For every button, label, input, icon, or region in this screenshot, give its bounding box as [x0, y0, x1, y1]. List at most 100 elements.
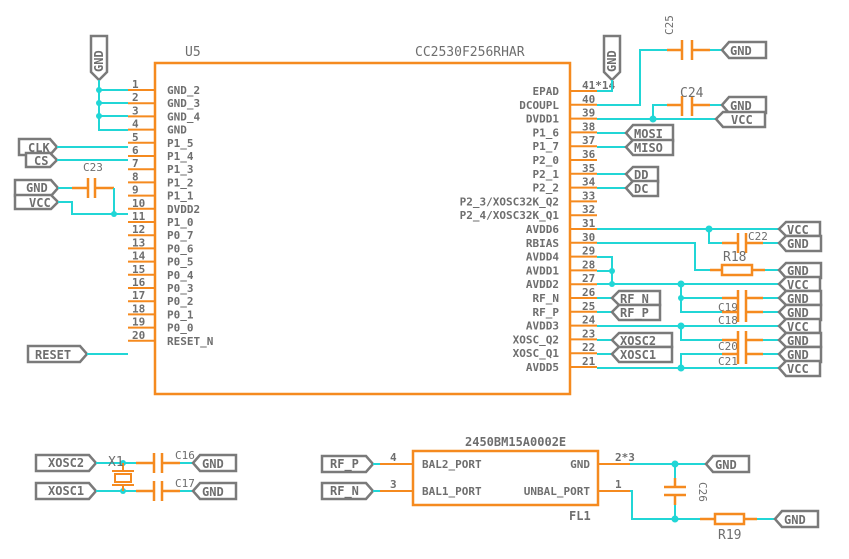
net-label-dc[interactable]: DC: [624, 179, 660, 198]
net-label-gnd-c18[interactable]: GND: [777, 303, 823, 322]
net-label-dd[interactable]: DD: [624, 165, 660, 184]
pin-name: XOSC_Q2: [513, 333, 559, 346]
pin-number: 30: [582, 231, 595, 244]
net-label-gnd-epad[interactable]: GND: [602, 34, 622, 82]
capacitor-c17[interactable]: C17: [136, 477, 195, 501]
net-label-gnd-c19[interactable]: GND: [777, 289, 823, 307]
capacitor-c20[interactable]: C20: [718, 338, 763, 353]
net-label-mosi[interactable]: MOSI: [624, 123, 675, 143]
net-label-vcc-c23[interactable]: VCC: [13, 193, 60, 211]
net-label-gnd-c23[interactable]: GND: [13, 178, 60, 198]
net-label-gnd-c22[interactable]: GND: [777, 234, 823, 253]
net-label-vcc-avdd3[interactable]: VCC: [777, 317, 822, 335]
net-label-clk[interactable]: CLK: [17, 137, 59, 157]
net-label-vcc-avdd6[interactable]: VCC: [777, 220, 822, 238]
net-label-gnd-c20[interactable]: GND: [777, 331, 823, 349]
net-label-rf-n-balun[interactable]: RF_N: [320, 481, 375, 501]
net-label-vcc-avdd2[interactable]: VCC: [777, 275, 822, 293]
capacitor-c16[interactable]: C16: [136, 449, 195, 473]
net-label-miso[interactable]: MISO: [624, 138, 675, 157]
junction: [677, 322, 685, 330]
capacitor-c26[interactable]: C26: [664, 478, 709, 505]
net-label-gnd-balun[interactable]: GND: [704, 454, 751, 474]
net-label-gnd-c17[interactable]: GND: [191, 481, 238, 501]
net-label-gnd-c24[interactable]: GND: [720, 95, 768, 115]
pin-number: 22: [582, 341, 595, 354]
fl1-balun[interactable]: 2450BM15A0002E FL1 BAL2_PORT BAL1_PORT G…: [380, 435, 635, 523]
svg-text:XOSC2: XOSC2: [620, 334, 656, 348]
net-label-rf-p[interactable]: RF_P: [610, 303, 662, 322]
net-label-xosc1-crystal[interactable]: XOSC1: [34, 481, 98, 501]
net-label-gnd-top-left[interactable]: GND: [89, 34, 109, 82]
net-label-rf-n[interactable]: RF_N: [610, 289, 662, 307]
net-label-gnd-c16[interactable]: GND: [191, 453, 238, 473]
capacitor-c23[interactable]: C23: [72, 161, 114, 198]
net-label-gnd-r19[interactable]: GND: [773, 509, 820, 529]
capacitor-c21[interactable]: C21: [718, 352, 763, 368]
resistor-r19[interactable]: R19: [700, 512, 757, 543]
net-label-cs[interactable]: CS: [24, 151, 59, 169]
svg-text:GND: GND: [730, 99, 752, 113]
net-label-gnd-c25[interactable]: GND: [720, 40, 768, 60]
net-label-xosc2[interactable]: XOSC2: [610, 331, 674, 349]
resistor-r18[interactable]: R18: [710, 250, 765, 277]
net-label-xosc2-crystal[interactable]: XOSC2: [34, 453, 98, 473]
net-label-reset[interactable]: RESET: [26, 344, 89, 364]
capacitor-c24[interactable]: C24: [667, 86, 710, 116]
capacitor-c18[interactable]: C18: [718, 310, 763, 327]
svg-text:VCC: VCC: [787, 278, 809, 292]
svg-text:GND: GND: [784, 513, 806, 527]
capacitor-c22[interactable]: C22: [722, 230, 768, 253]
crystal-x1[interactable]: X1: [108, 455, 134, 491]
net-label-xosc1[interactable]: XOSC1: [610, 345, 674, 364]
net-label-vcc-dvdd1[interactable]: VCC: [714, 110, 767, 129]
capacitor-c25[interactable]: C25: [663, 15, 710, 60]
avdd5-wire: [597, 353, 779, 369]
net-label-rf-p-balun[interactable]: RF_P: [320, 454, 375, 474]
pin-number: 40: [582, 93, 595, 106]
net-label-vcc-avdd5[interactable]: VCC: [777, 359, 822, 378]
